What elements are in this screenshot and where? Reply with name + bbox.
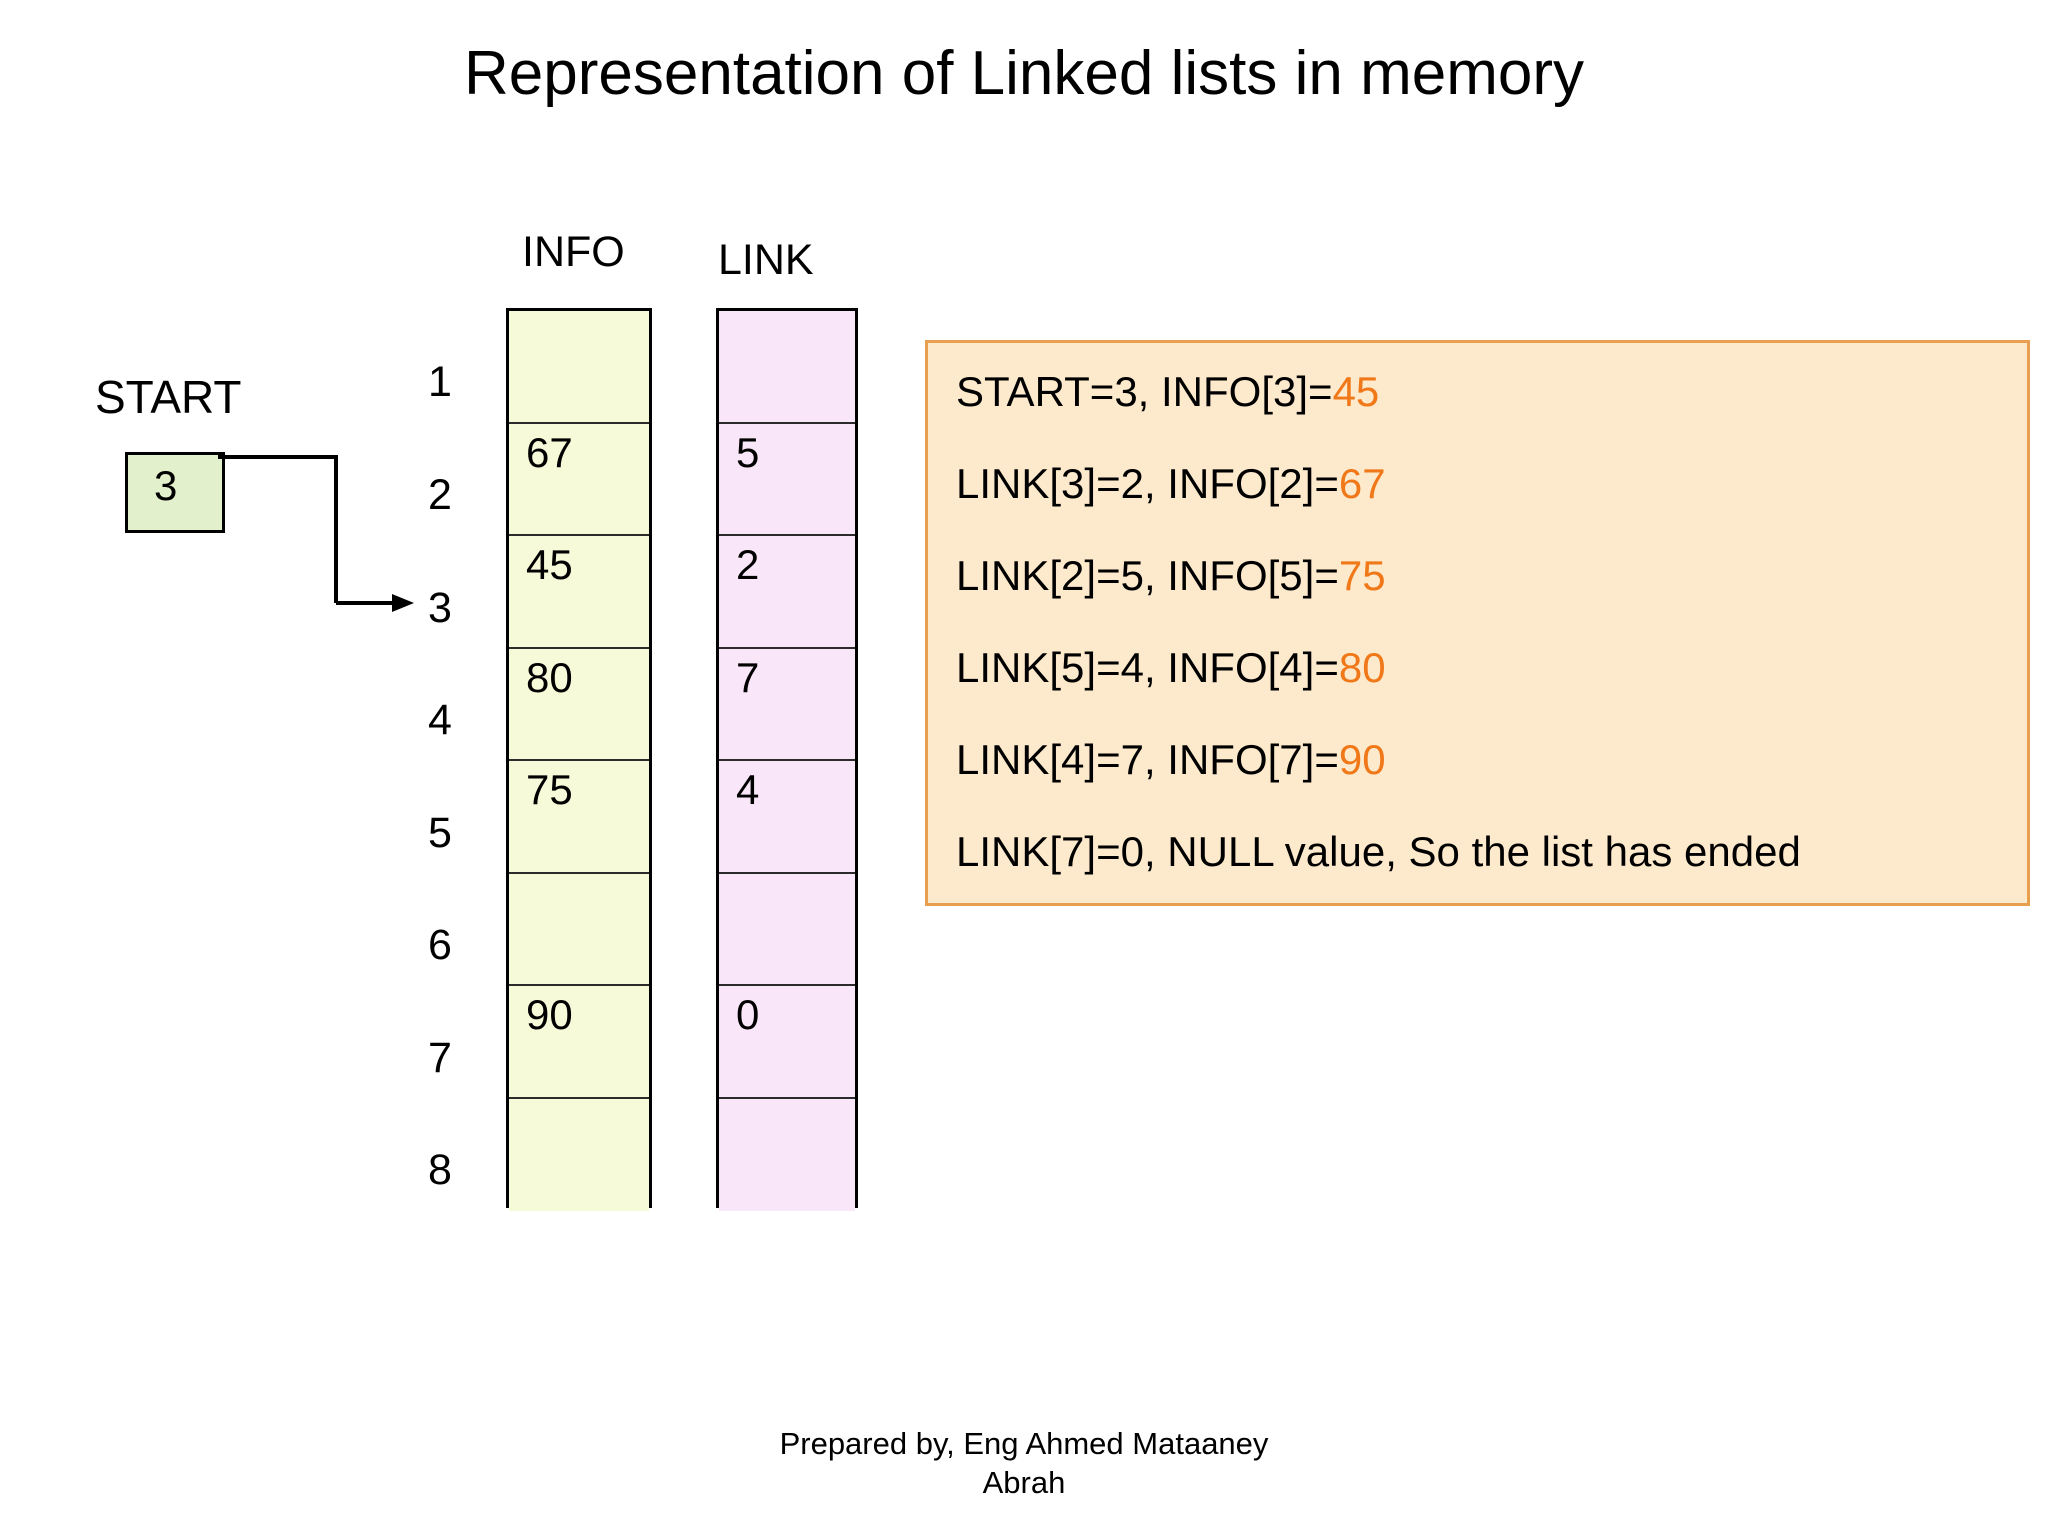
explanation-highlight-5: 90: [1338, 736, 1386, 783]
info-value-3: 45: [526, 541, 573, 588]
start-to-row3-arrow: [218, 455, 414, 612]
link-cell-3: 2: [719, 536, 855, 649]
link-value-3: 2: [736, 541, 760, 588]
link-cell-1: [719, 311, 855, 424]
footer-credit: Prepared by, Eng Ahmed Mataaney Abrah: [0, 1425, 2048, 1503]
link-column-header: LINK: [718, 236, 814, 284]
info-cell-8: [509, 1098, 649, 1211]
row-index-5: 5: [428, 809, 452, 857]
page-title: Representation of Linked lists in memory: [464, 39, 1584, 108]
info-cell-5: 75: [509, 761, 649, 874]
explanation-line-1: START=3, INFO[3]=45: [956, 371, 2027, 413]
link-cell-8: [719, 1098, 855, 1211]
row-index-4: 4: [428, 696, 452, 744]
explanation-highlight-2: 67: [1338, 460, 1386, 507]
info-cell-1: [509, 311, 649, 424]
start-label: START: [95, 371, 242, 423]
info-cell-6: [509, 873, 649, 986]
row-index-2: 2: [428, 471, 452, 519]
explanation-text-4: LINK[5]=4, INFO[4]=: [956, 644, 1339, 691]
link-value-5: 4: [736, 766, 760, 813]
info-cell-7: 90: [509, 986, 649, 1099]
link-cell-2: 5: [719, 423, 855, 536]
explanation-highlight-1: 45: [1332, 368, 1380, 415]
row-index-3: 3: [428, 584, 452, 632]
info-value-4: 80: [526, 653, 573, 701]
explanation-highlight-4: 80: [1338, 644, 1386, 691]
info-value-5: 75: [526, 766, 573, 813]
explanation-line-4: LINK[5]=4, INFO[4]=80: [956, 647, 2027, 689]
info-cell-3: 45: [509, 536, 649, 649]
footer-line-1: Prepared by, Eng Ahmed Mataaney: [779, 1426, 1269, 1461]
footer-line-2: Abrah: [982, 1464, 1066, 1500]
traversal-explanation-box: START=3, INFO[3]=45 LINK[3]=2, INFO[2]=6…: [925, 340, 2030, 906]
row-index-1: 1: [428, 358, 452, 406]
explanation-text-3: LINK[2]=5, INFO[5]=: [956, 552, 1339, 599]
start-pointer-box: 3: [125, 452, 225, 533]
info-cell-2: 67: [509, 423, 649, 536]
link-cell-7: 0: [719, 986, 855, 1099]
link-cell-4: 7: [719, 648, 855, 761]
explanation-line-3: LINK[2]=5, INFO[5]=75: [956, 555, 2027, 597]
link-value-4: 7: [736, 653, 760, 701]
explanation-line-6: LINK[7]=0, NULL value, So the list has e…: [956, 831, 2027, 873]
info-column: 67 45 80 75 90: [506, 308, 652, 1211]
link-cell-6: [719, 873, 855, 986]
link-value-7: 0: [736, 991, 760, 1038]
start-pointer-value: 3: [154, 462, 178, 509]
explanation-line-2: LINK[3]=2, INFO[2]=67: [956, 463, 2027, 505]
row-index-6: 6: [428, 921, 452, 969]
explanation-text-2: LINK[3]=2, INFO[2]=: [956, 460, 1339, 507]
explanation-text-6: LINK[7]=0, NULL value, So the list has e…: [956, 828, 1801, 875]
explanation-text-5: LINK[4]=7, INFO[7]=: [956, 736, 1339, 783]
explanation-line-5: LINK[4]=7, INFO[7]=90: [956, 739, 2027, 781]
row-index-8: 8: [428, 1146, 452, 1194]
link-cell-5: 4: [719, 761, 855, 874]
info-cell-4: 80: [509, 648, 649, 761]
info-value-2: 67: [526, 428, 573, 476]
info-column-header: INFO: [522, 228, 625, 276]
explanation-text-1: START=3, INFO[3]=: [956, 368, 1333, 415]
link-value-2: 5: [736, 428, 760, 476]
row-index-7: 7: [428, 1034, 452, 1082]
explanation-highlight-3: 75: [1338, 552, 1386, 599]
info-value-7: 90: [526, 991, 573, 1038]
link-column: 5 2 7 4 0: [716, 308, 858, 1211]
